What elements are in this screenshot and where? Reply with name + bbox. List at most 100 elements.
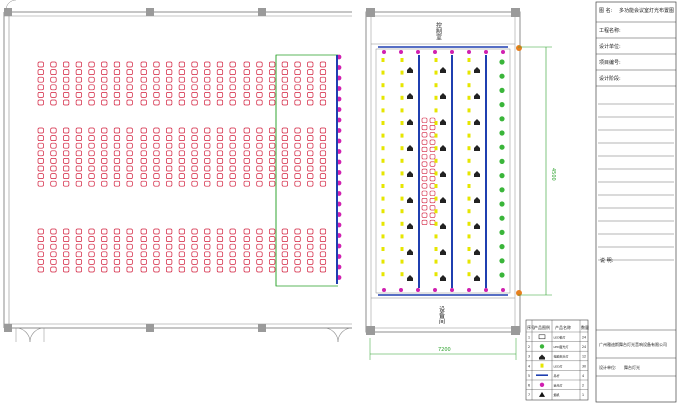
seat [37, 150, 44, 157]
seat [50, 69, 57, 75]
seat [88, 251, 95, 258]
seat [256, 127, 263, 134]
seat [421, 161, 428, 167]
seat [294, 228, 301, 235]
seat [178, 84, 185, 91]
horizontal-dimension-text: 7200 [438, 347, 451, 353]
seat [75, 259, 82, 265]
magenta-lamp [467, 288, 471, 292]
seat [101, 228, 108, 235]
seat [421, 212, 428, 218]
seat [229, 135, 236, 141]
column [258, 8, 266, 16]
led-fixture [381, 221, 385, 226]
top-room-label: 控制室 [435, 21, 442, 40]
face-light [499, 201, 505, 207]
seat [101, 259, 108, 265]
seat [113, 243, 121, 250]
seat [281, 236, 288, 242]
seat [178, 69, 185, 75]
led-fixture [434, 83, 438, 88]
led-fixture [400, 196, 404, 201]
seat [88, 228, 95, 235]
legend-row-num: 2 [528, 345, 530, 349]
seat [75, 142, 82, 149]
led-fixture [381, 133, 385, 138]
seat [140, 135, 147, 141]
seat [37, 135, 44, 141]
seat [281, 251, 288, 258]
seat [269, 259, 276, 265]
seat [281, 165, 288, 172]
seat [101, 92, 108, 98]
seat [50, 165, 57, 172]
led-fixture [381, 121, 385, 125]
seat [216, 259, 224, 265]
seat [229, 173, 236, 179]
seat [307, 142, 314, 149]
seat [75, 158, 82, 164]
seat [294, 150, 301, 157]
led-fixture [381, 259, 385, 264]
seat [153, 92, 160, 98]
column [4, 324, 12, 332]
led-fixture [400, 108, 404, 113]
moving-head [474, 197, 480, 203]
seat [294, 84, 301, 91]
led-fixture [434, 121, 438, 125]
seat [166, 266, 173, 273]
column [366, 326, 375, 335]
legend-row-name: 吊杆 [554, 373, 560, 378]
seat [204, 142, 211, 149]
seat [319, 84, 327, 91]
legend-row-qty: 1 [582, 393, 584, 397]
face-light [499, 187, 505, 193]
seat [319, 228, 327, 235]
seat [204, 236, 211, 242]
seat [243, 180, 250, 187]
seat [307, 84, 314, 91]
face-light [499, 144, 505, 150]
title-designer-label: 设计单位: [599, 364, 616, 370]
seat [269, 180, 276, 187]
led-fixture [381, 70, 385, 75]
led-fixture [467, 259, 471, 264]
column [146, 324, 154, 332]
seat [281, 99, 288, 106]
seat [113, 99, 121, 106]
seat [216, 135, 224, 141]
seat [75, 92, 82, 98]
seat [281, 142, 288, 149]
seat [269, 142, 276, 149]
face-light [499, 158, 505, 164]
seat [50, 127, 57, 134]
seat [113, 127, 121, 134]
seat [178, 251, 185, 258]
seat [191, 236, 198, 242]
seat [229, 84, 236, 91]
seat [37, 165, 44, 172]
seat [191, 61, 198, 68]
magenta-lamp [382, 50, 386, 54]
seat [140, 84, 147, 91]
seat [294, 99, 301, 106]
seat [281, 259, 288, 265]
seat [421, 205, 428, 211]
seat [204, 127, 211, 134]
seat [281, 127, 288, 134]
seat [229, 69, 236, 75]
dimension-lines: 4500 7200 [369, 46, 556, 360]
seat [113, 92, 121, 98]
seat [63, 243, 70, 250]
led-fixture [381, 247, 385, 251]
seat [307, 61, 314, 68]
led-fixture [400, 158, 404, 163]
seat [178, 266, 185, 273]
led-fixture [400, 247, 404, 251]
magenta-lamp [416, 50, 420, 54]
seat [269, 236, 276, 242]
seat [204, 69, 211, 75]
seat [281, 76, 288, 83]
led-fixture [434, 221, 438, 226]
led-fixture [381, 158, 385, 163]
